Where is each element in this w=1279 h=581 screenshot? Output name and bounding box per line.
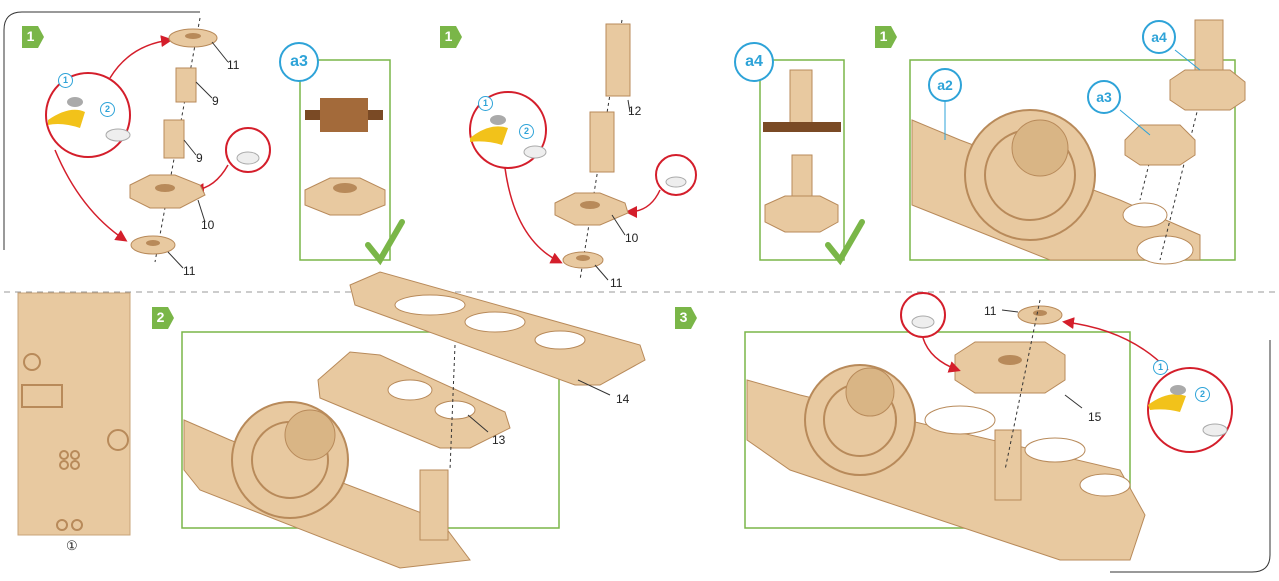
part-15-label: 15 [1088,410,1102,424]
part-10-label-2: 10 [625,231,639,245]
substep-1-marker: 1 [58,73,73,88]
frame-top-left [3,11,200,250]
step-3-badge: 3 [675,307,697,329]
callout-a2: a2 [928,68,962,102]
step-3-number: 3 [679,309,688,325]
part-12-label: 12 [628,104,642,118]
sheet-label: ① [66,538,78,553]
glue-circle-right [225,127,271,173]
callout-a4-panel: a4 [734,42,774,82]
substep-1-marker-2: 1 [478,96,493,111]
callout-a4-main: a4 [1142,20,1176,54]
step-1-number: 1 [26,28,35,44]
callout-a3-main: a3 [1087,80,1121,114]
part-9-label-2: 9 [196,151,203,165]
step-1-number-3: 1 [879,28,888,44]
part-14-label: 14 [616,392,630,406]
step-2-number: 2 [156,309,165,325]
step-1-badge: 1 [22,26,44,48]
substep-2-marker: 2 [100,102,115,117]
substep-2-marker-2: 2 [519,124,534,139]
part-13-label: 13 [492,433,506,447]
step-1-number-2: 1 [444,28,453,44]
frame-bottom-right [1110,340,1271,573]
part-9-label: 9 [212,94,219,108]
part-10-label: 10 [201,218,215,232]
a3-panel-box [299,59,391,261]
part-11-label-4: 11 [984,304,997,318]
part-11-label-3: 11 [610,276,623,290]
step-1-badge-3: 1 [875,26,897,48]
part-11-label-2: 11 [183,264,196,278]
substep-1-marker-3: 1 [1153,360,1168,375]
parts-sheet [17,292,131,536]
check-icon-2 [825,219,865,266]
check-icon [365,219,405,266]
a4-panel-box [759,59,845,261]
step-2-badge: 2 [152,307,174,329]
substep-2-marker-3: 2 [1195,387,1210,402]
callout-a3-panel: a3 [279,42,319,82]
step-1-badge-2: 1 [440,26,462,48]
part-11-label: 11 [227,58,240,72]
